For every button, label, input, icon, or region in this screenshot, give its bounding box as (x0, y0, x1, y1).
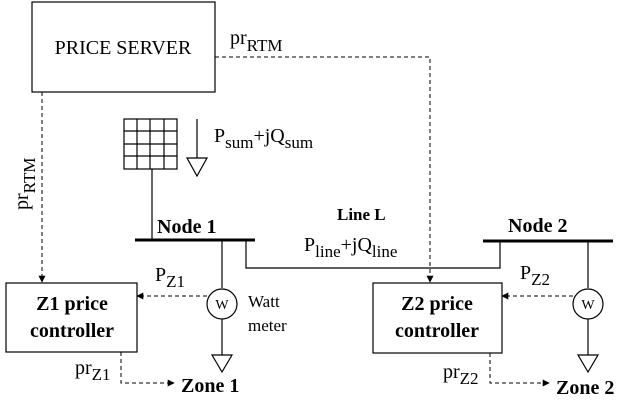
zone1-label: Zone 1 (181, 375, 239, 397)
z2-controller-box (372, 282, 503, 354)
pr-rtm-top-label: prRTM (230, 27, 283, 55)
p-sum-label: Psum+jQsum (214, 125, 313, 152)
wattmeter-label-line2: meter (248, 316, 287, 335)
line-flow-label: Pline+jQline (304, 234, 397, 261)
price-server-label: PRICE SERVER (55, 37, 192, 59)
price-server-box (31, 1, 216, 93)
power-sum-arrow-icon (185, 119, 209, 178)
z1-controller-line2: controller (30, 320, 114, 342)
prz2-label: prZ2 (443, 361, 479, 388)
wattmeter-2-symbol: W (581, 298, 595, 313)
z2-controller-line1: Z2 price (401, 293, 473, 315)
z2-controller-line2: controller (395, 320, 479, 342)
zone1-load-icon (210, 354, 234, 374)
prz2-signal (489, 353, 550, 387)
pz2-label: PZ2 (520, 262, 550, 289)
grid-icon (123, 118, 178, 170)
wattmeter-label-line1: Watt (248, 292, 280, 311)
line-l (245, 240, 501, 269)
z1-controller-box (5, 282, 138, 353)
node1-label: Node 1 (157, 216, 216, 238)
pr-rtm-left-label: prRTM (11, 158, 39, 211)
node2-label: Node 2 (508, 215, 567, 237)
zone2-load-icon (576, 354, 600, 374)
zone2-label: Zone 2 (556, 377, 614, 399)
line-l-label: Line L (337, 205, 386, 224)
wattmeter-1-symbol: W (215, 298, 229, 313)
rtm-signal-to-z2 (215, 56, 434, 283)
prz1-signal (120, 352, 175, 387)
pz1-label: PZ1 (155, 264, 185, 291)
prz1-label: prZ1 (75, 357, 111, 384)
z1-controller-line1: Z1 price (36, 293, 108, 315)
